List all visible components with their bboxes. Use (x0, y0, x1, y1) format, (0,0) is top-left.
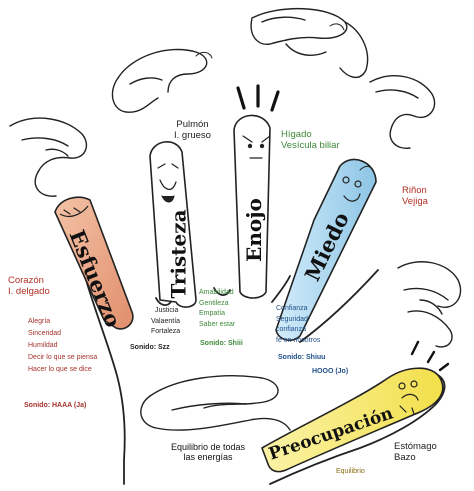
quality: Valaentía (151, 317, 181, 325)
ring-sound: Sonido: Szz (130, 344, 170, 351)
middle-organs: Hígado Vesícula biliar (281, 129, 340, 152)
quality: Confianza (276, 305, 308, 312)
quality: Fortaleza (151, 328, 181, 335)
quality: Gentileza (199, 299, 229, 307)
index-sound-extra: HOOO (Jo) (312, 368, 349, 375)
quality: Amabilidad (199, 289, 234, 296)
organ-intestino-delgado: I. delgado (8, 285, 50, 297)
quality: Sinceridad (28, 329, 62, 337)
little-organs: Corazón I. delgado (8, 275, 50, 298)
ring-finger-face (157, 163, 179, 203)
quality: Decir lo que se piensa (28, 353, 98, 361)
middle-finger-face (242, 135, 271, 159)
little-finger-face (63, 207, 81, 215)
little-qualities: Alegría Sinceridad Humildad Decir lo que… (28, 316, 97, 375)
index-finger-shape (275, 158, 377, 342)
thumb-extra: Equilibrio (336, 468, 365, 475)
quality: confianza (276, 326, 306, 333)
ring-qualities: Justicia Valaentía Fortaleza (141, 306, 180, 338)
index-organs: Riñon Vejiga (402, 185, 428, 208)
middle-qualities: Amabilidad Gentileza Empatía Saber estar (199, 288, 235, 330)
little-finger-shape (54, 196, 134, 330)
palm-balance: Equilibrio de todas las energías (148, 442, 268, 463)
hand-outline (73, 227, 446, 485)
holding-hand-lower-right (397, 261, 462, 348)
quality: Justicia (155, 307, 179, 314)
little-sound: Sonido: HAAA (Ja) (24, 402, 87, 409)
index-finger-face (342, 176, 362, 202)
holding-hand-top-left (111, 48, 208, 113)
thumb-organs: Estómago Bazo (394, 441, 437, 464)
ring-organs: Pulmón I. grueso (174, 119, 211, 142)
thumb-shape (261, 367, 444, 473)
holding-hand-top-right (250, 7, 369, 78)
organ-higado: Hígado (281, 129, 312, 140)
holding-hand-right (369, 75, 436, 149)
quality: fé en nosotros (276, 336, 321, 344)
middle-sound: Sonido: Shiii (200, 340, 243, 347)
index-sound: Sonido: Shiuu (278, 354, 326, 361)
balance-line: las energías (183, 452, 233, 463)
worry-drops (410, 340, 450, 372)
nail-marks (195, 23, 375, 173)
anger-marks (236, 84, 280, 112)
middle-finger-shape (233, 114, 271, 299)
holding-hand-left (9, 117, 88, 197)
organ-intestino-grueso: I. grueso (174, 129, 211, 141)
organ-rinon: Riñon (402, 185, 427, 196)
organ-estomago: Estómago (394, 441, 437, 452)
thumb-face (398, 380, 419, 415)
quality: Alegría (28, 318, 51, 325)
ring-finger-emotion: Tristeza (166, 209, 191, 299)
quality: Hacer lo que se dice (28, 365, 92, 373)
organ-vejiga: Vejiga (402, 195, 428, 207)
holding-hand-palm (140, 375, 291, 431)
index-qualities: Confianza Seguridad confianza fé en noso… (276, 304, 320, 346)
quality: Seguridad (276, 315, 308, 323)
quality: Empatía (199, 310, 226, 317)
organ-corazon: Corazón (8, 275, 44, 286)
balance-line: Equilibrio de todas (170, 442, 246, 452)
organ-pulmon: Pulmón (176, 119, 209, 130)
quality: Humildad (28, 341, 58, 349)
organ-bazo: Bazo (394, 451, 416, 463)
quality: Saber estar (199, 320, 236, 328)
organ-vesicula: Vesícula biliar (281, 139, 340, 151)
middle-finger-emotion: Enojo (241, 198, 266, 262)
